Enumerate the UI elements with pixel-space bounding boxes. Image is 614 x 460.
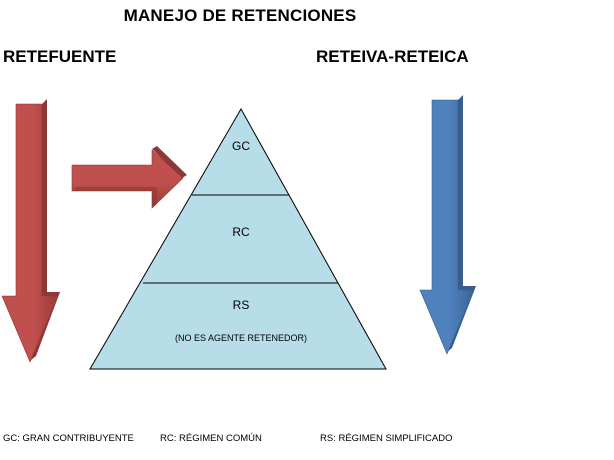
level-rs-note: (NO ES AGENTE RETENEDOR) (175, 333, 307, 343)
taxpayer-pyramid: GC RC RS (NO ES AGENTE RETENEDOR) (89, 107, 387, 370)
legend-rc: RC: RÉGIMEN COMÚN (160, 433, 262, 444)
level-gc-label: GC (232, 139, 250, 153)
retefuente-heading: RETEFUENTE (3, 47, 117, 66)
diagram-title: MANEJO DE RETENCIONES (123, 6, 357, 25)
level-rs-label: RS (233, 298, 250, 312)
level-rc-label: RC (232, 225, 250, 239)
legend-rs: RS: RÉGIMEN SIMPLIFICADO (320, 433, 453, 444)
retefuente-down-arrow (1, 99, 60, 363)
legend-gc: GC: GRAN CONTRIBUYENTE (3, 433, 134, 444)
pointer-right-arrow (71, 146, 187, 209)
reteiva-reteica-heading: RETEIVA-RETEICA (316, 47, 469, 66)
reteiva-reteica-down-arrow (419, 95, 476, 355)
